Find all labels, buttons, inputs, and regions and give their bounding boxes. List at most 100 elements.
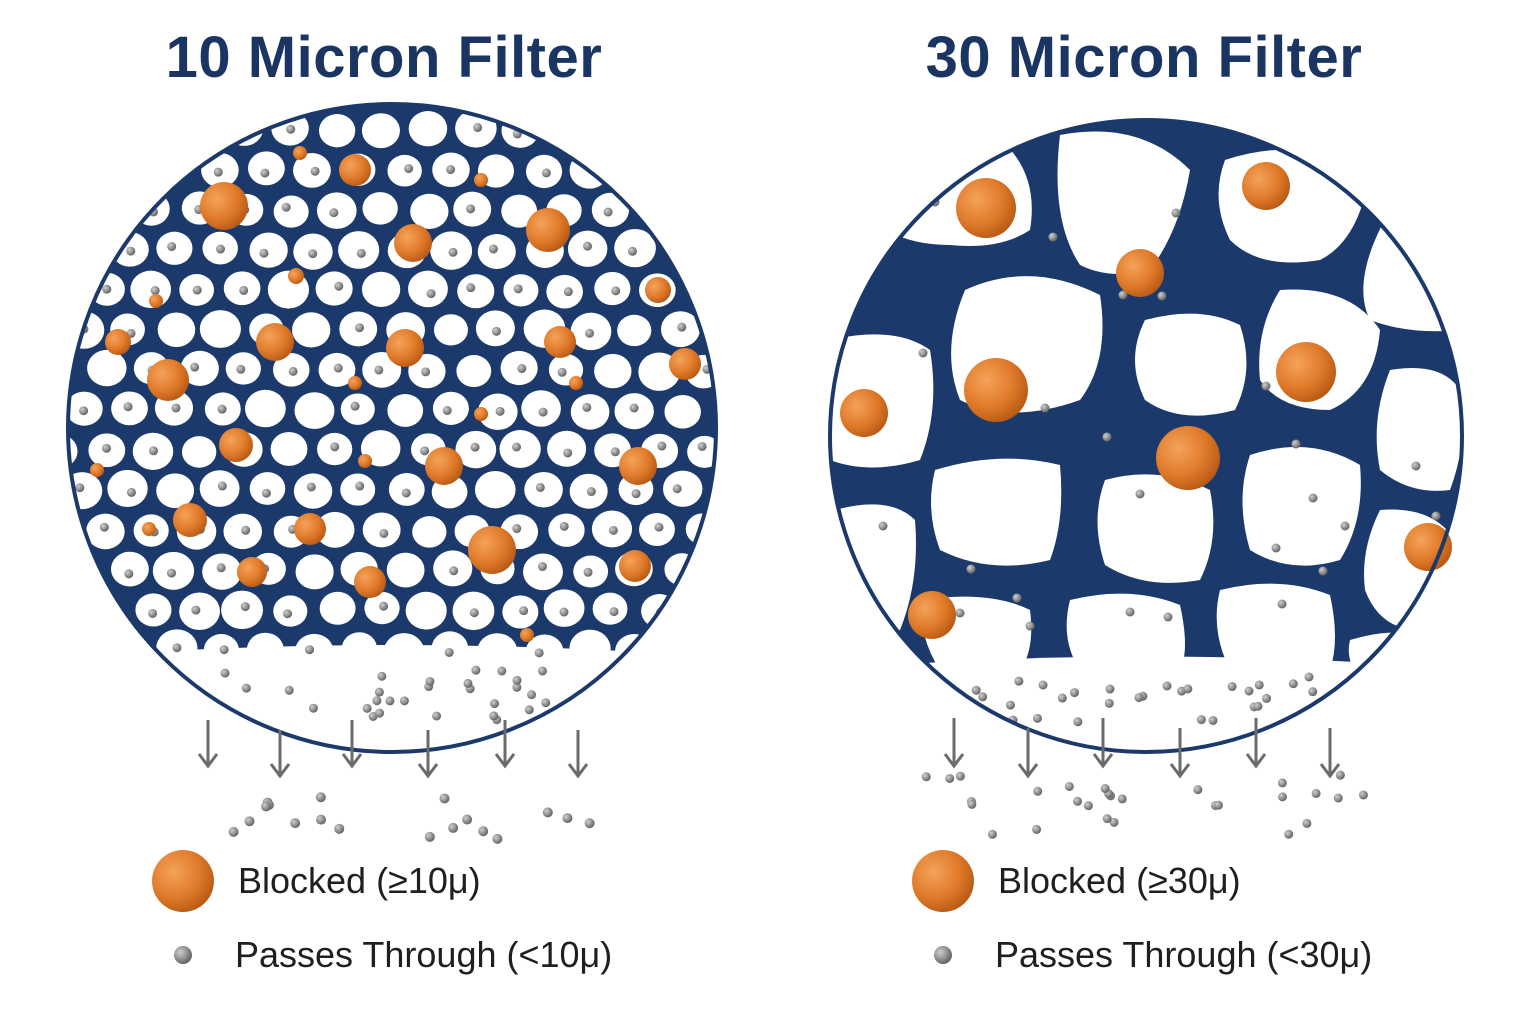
pore [110,551,149,587]
pore [474,470,516,509]
blocked-particle [474,407,488,421]
passed-particle [290,818,301,829]
filter-rim [66,102,718,754]
blocked-particle [1116,249,1164,297]
passing-particle [1134,693,1144,703]
legend-blocked-label: Blocked (≥10μ) [238,860,481,901]
passing-particle [1005,700,1015,710]
passing-particle [239,285,249,295]
passing-particle [236,364,246,374]
gray-particle-icon [934,946,952,964]
passed-particles-below [921,770,1368,839]
passing-particle [537,666,547,676]
passed-particle [921,772,931,782]
passing-particle [420,446,430,456]
pore [1135,313,1247,416]
filter-rim [828,118,1464,754]
passing-particle [1411,461,1421,471]
passing-particle [469,608,479,618]
passing-particle [355,323,365,333]
passing-particle [284,685,294,695]
passing-particle [399,696,409,706]
pore [199,310,241,348]
passed-particle [1311,788,1321,798]
blocked-particle [619,447,657,485]
passed-particle [1193,785,1203,795]
passing-particle [657,441,667,451]
blocked-particle [200,182,248,230]
pore [617,314,652,347]
filter-diagram-10-micron [66,102,718,844]
passing-particle [333,363,343,373]
passed-particle [1102,814,1112,824]
flow-arrow-head [1169,763,1191,779]
passing-particle [99,522,109,532]
passing-particle [517,364,527,374]
passing-particle [190,362,200,372]
passed-particle [448,822,459,833]
passing-particle [216,563,226,573]
blocked-particle [645,277,671,303]
passing-particle [466,283,476,293]
pore [221,590,264,630]
passing-particle [489,711,499,721]
passing-particle [1277,599,1287,609]
passing-particle [308,703,318,713]
passing-particle [878,521,888,531]
pore [107,469,148,508]
passing-particle [631,489,641,499]
blocked-particle [526,208,570,252]
blocked-particle [294,513,326,545]
flow-arrows [197,720,589,779]
passing-particle [356,248,366,258]
passing-particle [611,286,621,296]
passing-particle [385,696,395,706]
legend-passes-label: Passes Through (<10μ) [235,934,613,975]
pore [295,554,334,590]
passed-particle [584,818,595,829]
pore [523,553,563,591]
passing-particle [126,246,136,256]
passing-particle [512,682,522,692]
blocked-particle [1156,426,1220,490]
blocked-particle [219,428,253,462]
passed-particle [1335,770,1345,780]
pore [273,195,309,228]
blocked-particle [256,323,294,361]
passing-particle [329,208,339,218]
pore [361,113,400,149]
pore [247,151,285,186]
pore [412,516,447,548]
passing-particle [1271,543,1281,553]
pore [68,434,78,469]
passing-particle [334,281,344,291]
pore [501,194,538,228]
blocked-particles [840,162,1452,639]
passing-particle [1288,679,1298,689]
pore [315,511,355,548]
blocked-particle [394,224,432,262]
blocked-particle [669,348,701,380]
pore [387,154,422,187]
flow-arrow-head [1017,763,1039,779]
blocked-particle [358,454,372,468]
passed-particle [1083,801,1093,811]
passing-particle [583,567,593,577]
gray-particle-icon [174,946,192,964]
passing-particle [677,322,687,332]
passing-particle [1431,511,1441,521]
passing-particle [1171,208,1181,218]
passed-particle [1064,781,1074,791]
passing-particle [305,645,315,655]
pore [361,271,401,307]
passing-particle [1308,493,1318,503]
blocked-particle [1276,342,1336,402]
passing-particle [216,244,226,254]
passed-particle [424,831,435,842]
passing-particle [372,696,382,706]
blocked-particle [619,550,651,582]
passing-particle [217,404,227,414]
passing-particle [355,481,365,491]
flow-arrow-head [417,763,439,779]
passed-particle [955,771,965,781]
